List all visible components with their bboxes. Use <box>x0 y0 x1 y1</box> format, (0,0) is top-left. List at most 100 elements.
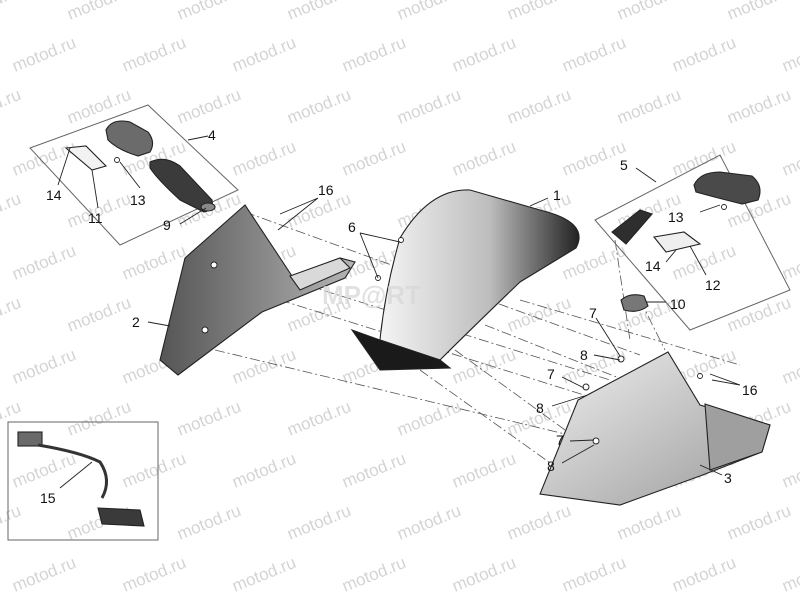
callout-8-a: 8 <box>580 347 588 363</box>
callout-12: 12 <box>705 277 721 293</box>
watermark-text: motod.ru <box>559 553 628 596</box>
callout-5: 5 <box>620 157 628 173</box>
watermark-text: motod.ru <box>64 397 133 440</box>
watermark-text: motod.ru <box>339 553 408 596</box>
callout-4: 4 <box>208 127 216 143</box>
callout-7-c: 7 <box>556 432 564 448</box>
mirror-right-kit-box <box>594 154 791 331</box>
watermark-text: motod.ru <box>229 553 298 596</box>
watermark-text: motod.ru <box>394 85 463 128</box>
watermark-text: motod.ru <box>339 449 408 492</box>
watermark-text: motod.ru <box>724 85 793 128</box>
watermark-text: motod.ru <box>339 33 408 76</box>
callout-10: 10 <box>670 296 686 312</box>
watermark-text: motod.ru <box>284 0 353 24</box>
callout-9: 9 <box>163 217 171 233</box>
watermark-text: motod.ru <box>394 397 463 440</box>
watermark-text: motod.ru <box>119 449 188 492</box>
watermark-text: motod.ru <box>284 397 353 440</box>
watermark-text: motod.ru <box>449 345 518 388</box>
watermark-text: motod.ru <box>119 241 188 284</box>
callout-11: 11 <box>88 210 103 226</box>
watermark-text: motod.ru <box>449 33 518 76</box>
wiring-kit-box <box>7 421 159 541</box>
watermark-text: motod.ru <box>504 85 573 128</box>
right-mirror-part <box>611 171 761 312</box>
watermark-text: motod.ru <box>669 553 738 596</box>
callout-16-right: 16 <box>742 382 758 398</box>
watermark-text: motod.ru <box>449 137 518 180</box>
watermark-text: motod.ru <box>0 501 24 544</box>
mirror-left-kit-box <box>29 104 239 246</box>
watermark-text: motod.ru <box>119 33 188 76</box>
watermark-text: motod.ru <box>504 501 573 544</box>
watermark-text: motod.ru <box>174 397 243 440</box>
callout-labels: 1 2 3 4 5 6 7 7 7 8 8 8 9 10 11 12 13 13… <box>40 127 758 506</box>
left-mirror-part <box>64 120 216 213</box>
callout-13-left: 13 <box>130 192 146 208</box>
callout-14-right: 14 <box>645 258 661 274</box>
watermark-text: motod.ru <box>229 33 298 76</box>
watermark-text: motod.ru <box>394 0 463 24</box>
callout-1: 1 <box>553 187 561 203</box>
watermark-text: motod.ru <box>9 241 78 284</box>
watermark-text: motod.ru <box>229 137 298 180</box>
callout-6: 6 <box>348 219 356 235</box>
watermark-text: motod.ru <box>0 293 24 336</box>
callout-14-left: 14 <box>46 187 62 203</box>
watermark-text: motod.ru <box>559 33 628 76</box>
watermark-text: motod.ru <box>724 501 793 544</box>
watermark-text: motod.ru <box>779 33 800 76</box>
watermark-text: motod.ru <box>779 137 800 180</box>
watermark-text: motod.ru <box>504 0 573 24</box>
callout-8-b: 8 <box>536 400 544 416</box>
watermark-text: motod.ru <box>284 85 353 128</box>
watermark-text: motod.ru <box>229 345 298 388</box>
watermark-text: motod.ru <box>724 293 793 336</box>
watermark-text: motod.ru <box>0 0 24 24</box>
callout-16-top: 16 <box>318 182 334 198</box>
watermark-text: motod.ru <box>284 501 353 544</box>
windscreen-part <box>350 189 580 371</box>
watermark-text: motod.ru <box>174 501 243 544</box>
watermark-text: motod.ru <box>0 189 24 232</box>
watermark-text: motod.ru <box>614 501 683 544</box>
callout-13-right: 13 <box>668 209 684 225</box>
watermark-text: motod.ru <box>504 293 573 336</box>
watermark-text: motod.ru <box>779 345 800 388</box>
watermark-text: motod.ru <box>559 137 628 180</box>
side-fairing-part <box>539 351 771 506</box>
watermark-text: motod.ru <box>64 0 133 24</box>
callout-8-c: 8 <box>547 458 555 474</box>
watermark-text: motod.ru <box>339 137 408 180</box>
watermark-text: motod.ru <box>724 0 793 24</box>
watermark-text: motod.ru <box>64 293 133 336</box>
wiring-loom-part <box>17 431 145 527</box>
center-logo-watermark: MP@RT <box>322 280 421 310</box>
watermark-text: motod.ru <box>394 501 463 544</box>
watermark-text: motod.ru <box>614 0 683 24</box>
watermark-text: motod.ru <box>9 449 78 492</box>
watermark-text: motod.ru <box>779 449 800 492</box>
leader-lines <box>57 135 741 489</box>
callout-7-a: 7 <box>589 305 597 321</box>
callout-7-b: 7 <box>547 366 555 382</box>
watermark-text: motod.ru <box>174 0 243 24</box>
watermark-text: motod.ru <box>669 33 738 76</box>
callout-2: 2 <box>132 314 140 330</box>
callout-3: 3 <box>724 470 732 486</box>
watermark-text: motod.ru <box>779 241 800 284</box>
watermark-text: motod.ru <box>449 553 518 596</box>
watermark-text: motod.ru <box>9 345 78 388</box>
watermark-text: motod.ru <box>119 553 188 596</box>
inner-panel-part <box>159 204 356 376</box>
watermark-text: motod.ru <box>174 85 243 128</box>
watermark-text: motod.ru <box>614 85 683 128</box>
watermark-text: motod.ru <box>229 449 298 492</box>
watermark-text: motod.ru <box>449 449 518 492</box>
callout-15: 15 <box>40 490 56 506</box>
watermark-text: motod.ru <box>0 85 24 128</box>
watermark-text: motod.ru <box>9 553 78 596</box>
